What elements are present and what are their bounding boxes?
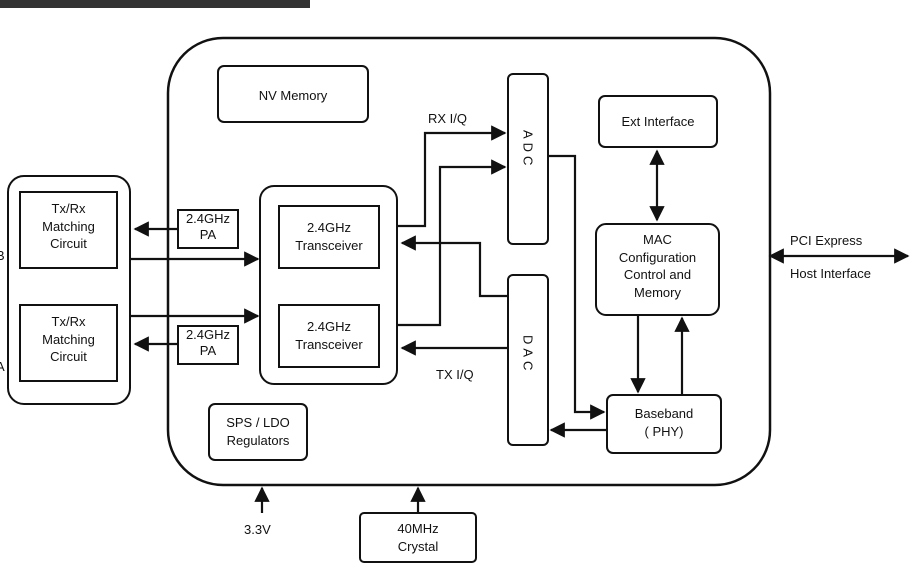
baseband-line-1: Baseband — [634, 406, 694, 421]
ext-interface-box — [598, 95, 718, 148]
transceiver-label-2: 2.4GHz Transceiver — [279, 318, 379, 353]
transceiver-2-line-2: Transceiver — [295, 336, 363, 352]
mac-line-2: Configuration — [618, 249, 697, 265]
regulator-line-1: SPS / LDO — [226, 415, 290, 430]
transceiver-2-line-1: 2.4GHz — [306, 319, 352, 334]
baseband-box — [606, 394, 722, 454]
pa-label-2: 2.4GHz PA — [178, 327, 238, 358]
transceiver-box-2 — [278, 304, 380, 368]
crystal-label: 40MHz Crystal — [360, 520, 476, 555]
nv-memory-label: NV Memory — [258, 88, 328, 103]
tx-rx-2-line-2: Matching — [42, 331, 95, 347]
host-interface-label: Host Interface — [790, 266, 871, 281]
baseband-line-2: ( PHY) — [644, 423, 684, 439]
pa-2-line-2: PA — [199, 342, 217, 358]
pa-1-line-1: 2.4GHz — [185, 211, 231, 226]
transceiver-label-1: 2.4GHz Transceiver — [279, 219, 379, 254]
tx-rx-2-line-1: Tx/Rx — [51, 314, 86, 329]
edge-label-b: B — [0, 248, 5, 263]
crystal-line-1: 40MHz — [397, 521, 439, 536]
mac-line-3: Control and — [623, 267, 692, 283]
rx-path-1 — [397, 125, 507, 228]
tx-rx-2-line-3: Circuit — [50, 349, 87, 365]
pa-2-line-1: 2.4GHz — [185, 327, 231, 342]
rx-path-2 — [397, 159, 507, 327]
crystal-line-2: Crystal — [397, 538, 439, 554]
transceiver-box-1 — [278, 205, 380, 269]
matching-container — [7, 175, 131, 405]
ext-interface-label: Ext Interface — [621, 114, 695, 129]
pa-label-1: 2.4GHz PA — [178, 211, 238, 242]
tx-rx-matching-label-2: Tx/Rx Matching Circuit — [20, 313, 117, 366]
pci-express-label: PCI Express — [790, 233, 863, 248]
dac-label: DAC — [520, 335, 536, 375]
mac-line-4: Memory — [634, 284, 681, 300]
baseband-label: Baseband ( PHY) — [607, 405, 721, 440]
tx-rx-1-line-3: Circuit — [50, 236, 87, 252]
pa-1-line-2: PA — [199, 226, 217, 242]
regulator-label: SPS / LDO Regulators — [209, 414, 307, 449]
mac-label: MAC Configuration Control and Memory — [596, 231, 719, 301]
regulator-box — [208, 403, 308, 461]
transceiver-1-line-1: 2.4GHz — [306, 220, 352, 235]
tx-rx-matching-box-1 — [19, 191, 118, 269]
adc-label: ADC — [520, 130, 536, 170]
adc-box — [507, 73, 549, 245]
transceiver-container — [259, 185, 398, 385]
tx-rx-1-line-1: Tx/Rx — [51, 201, 86, 216]
regulator-line-2: Regulators — [226, 432, 290, 448]
mac-line-1: MAC — [643, 232, 672, 247]
tx-iq-label: TX I/Q — [436, 367, 474, 382]
tx-rx-matching-label-1: Tx/Rx Matching Circuit — [20, 200, 117, 253]
mac-box — [595, 223, 720, 316]
dac-box — [507, 274, 549, 446]
tx-rx-matching-box-2 — [19, 304, 118, 382]
voltage-label: 3.3V — [244, 522, 271, 537]
title-fragment — [0, 0, 310, 8]
rx-iq-label: RX I/Q — [428, 111, 468, 126]
nv-memory-box — [217, 65, 369, 123]
adc-to-baseband — [548, 154, 606, 420]
edge-label-a: A — [0, 359, 5, 374]
transceiver-1-line-2: Transceiver — [295, 237, 363, 253]
tx-path-1 — [400, 235, 508, 298]
tx-rx-1-line-2: Matching — [42, 218, 95, 234]
